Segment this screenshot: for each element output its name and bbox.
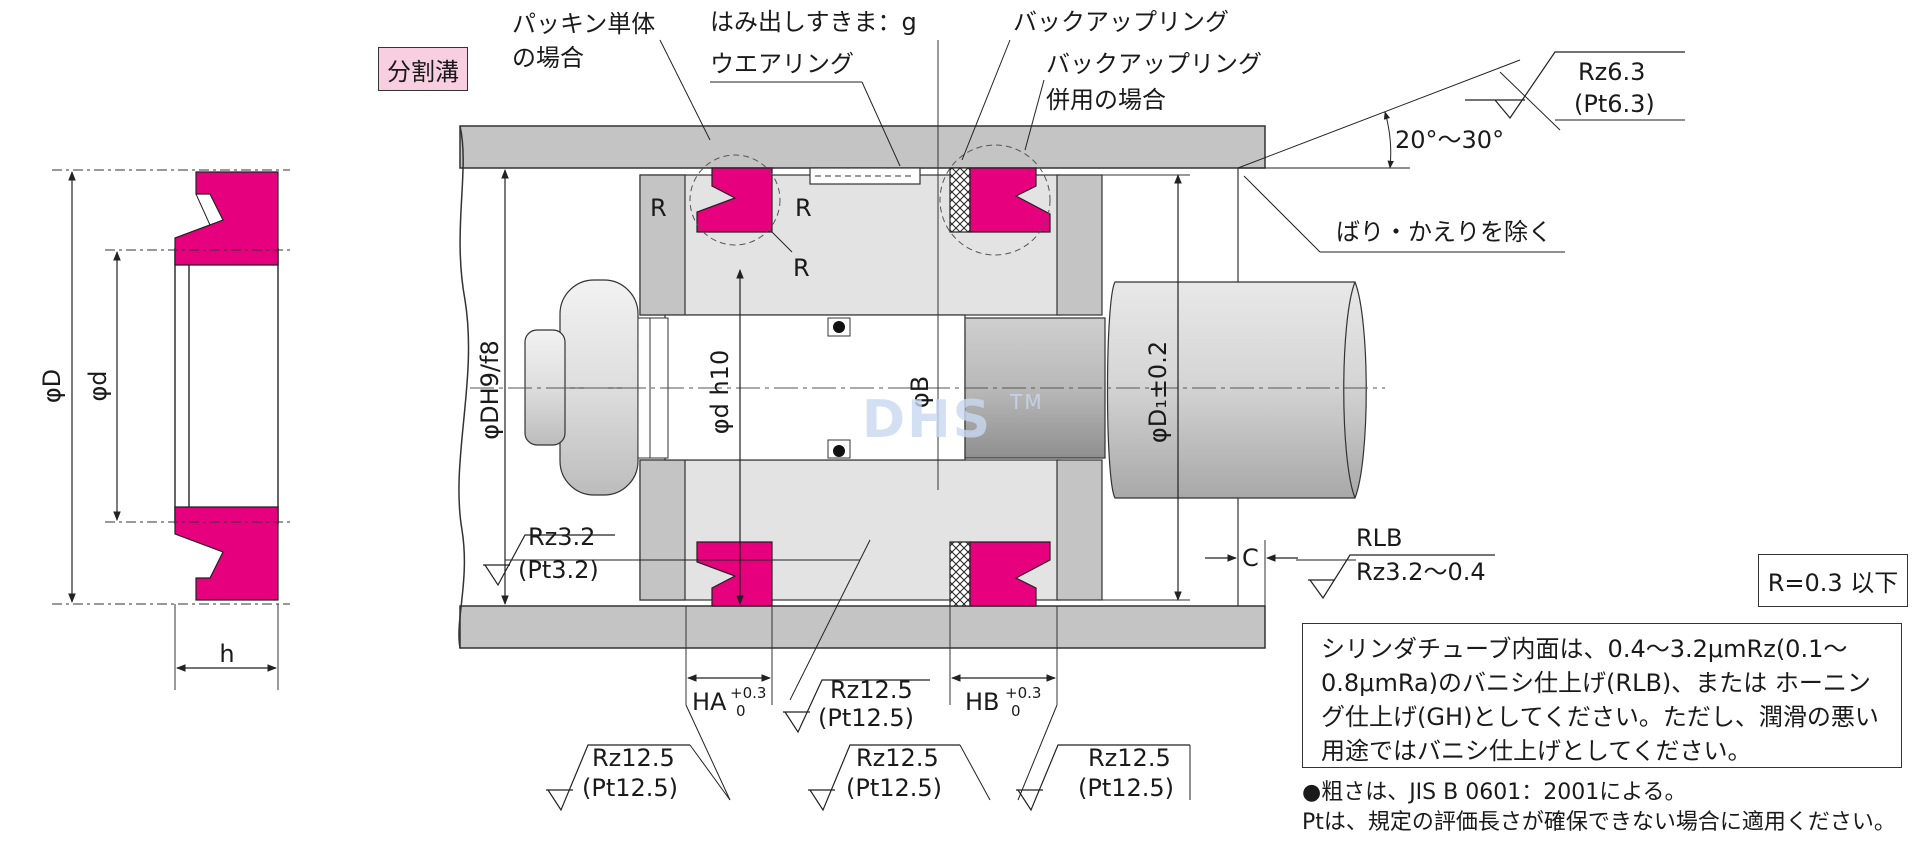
packing-top-right <box>969 167 1051 233</box>
label-phi-D: φD <box>38 369 66 403</box>
label-packing-only-2: の場合 <box>512 44 584 72</box>
label-phi-DH9f8: φDH9/f8 <box>476 340 504 439</box>
footer-line-2: Ptは、規定の評価長さが確保できない場合に適用ください。 <box>1302 810 1896 835</box>
watermark-tm: TM <box>1010 390 1044 414</box>
label-pt32: (Pt3.2) <box>518 556 599 584</box>
label-phi-dh10: φd h10 <box>706 350 734 434</box>
cylinder-finish-note: シリンダチューブ内面は、0.4～3.2μmRz(0.1～0.8μmRa)のバニシ… <box>1302 623 1902 768</box>
label-phi-d: φd <box>84 370 112 401</box>
tube-wall-bottom <box>459 605 1266 649</box>
top-labels: パッキン単体 の場合 はみ出しすきま：g ウエアリング バックアップリング バッ… <box>512 8 1685 253</box>
label-deburr: ばり・かえりを除く <box>1336 218 1552 246</box>
label-HA-tol-plus: +0.3 <box>730 684 766 702</box>
label-phi-D1: φD₁±0.2 <box>1144 341 1172 443</box>
r-max-box: R=0.3 以下 <box>1758 554 1908 607</box>
label-phi-B: φB <box>906 376 934 408</box>
label-RLB: RLB <box>1356 524 1403 552</box>
cylinder-assembly <box>458 40 1385 649</box>
label-rz32: Rz3.2 <box>528 523 595 551</box>
label-pt125-br: (Pt12.5) <box>1078 774 1174 802</box>
packing-top-left <box>696 167 773 233</box>
label-wear-ring: ウエアリング <box>710 50 854 78</box>
label-backup-ring: バックアップリング <box>1013 8 1229 36</box>
label-r-3: R <box>793 254 810 282</box>
label-rz125-bl: Rz12.5 <box>592 744 675 772</box>
label-h: h <box>219 640 234 668</box>
o-ring-top <box>833 321 845 333</box>
o-ring-bottom <box>833 445 845 457</box>
roughness-symbols: Rz3.2 (Pt3.2) RLB Rz3.2～0.4 Rz12.5 (Pt12… <box>483 523 1495 812</box>
label-HA: HA <box>692 688 727 716</box>
label-pt125-bm: (Pt12.5) <box>846 774 942 802</box>
packing-bottom-left <box>696 541 773 607</box>
label-C: C <box>1242 544 1259 572</box>
main-dimensions: φDH9/f8 φd h10 φB φD₁±0.2 R R R C HA +0.… <box>476 169 1298 720</box>
tube-wall-top <box>459 125 1266 169</box>
label-HA-tol-zero: 0 <box>736 702 746 720</box>
label-rz125-bm: Rz12.5 <box>856 744 939 772</box>
packing-section: φD φd h <box>38 169 290 690</box>
label-backup-combined-1: バックアップリング <box>1046 50 1262 78</box>
backup-ring-bottom <box>949 541 971 607</box>
footer-line-1: ●粗さは、JIS B 0601：2001による。 <box>1302 780 1687 805</box>
label-rz125-br: Rz12.5 <box>1088 744 1171 772</box>
watermark-text: DHS <box>862 390 993 450</box>
label-rz-rlb: Rz3.2～0.4 <box>1356 558 1486 586</box>
split-groove-badge: 分割溝 <box>378 47 468 91</box>
label-rz125-mid-top: Rz12.5 <box>830 676 913 704</box>
u-seal-bottom <box>174 506 279 601</box>
label-HB: HB <box>965 688 1000 716</box>
label-packing-only-1: パッキン単体 <box>512 10 655 38</box>
footer-notes: ●粗さは、JIS B 0601：2001による。 Ptは、規定の評価長さが確保で… <box>1302 778 1917 838</box>
label-extrusion-gap: はみ出しすきま：g <box>710 8 917 36</box>
label-HB-tol-zero: 0 <box>1011 702 1021 720</box>
u-seal-top <box>174 171 279 266</box>
backup-ring-top <box>949 167 971 233</box>
watermark: DHS TM <box>862 390 1044 450</box>
label-backup-combined-2: 併用の場合 <box>1046 86 1166 114</box>
packing-bottom-right <box>969 541 1051 607</box>
label-angle: 20°～30° <box>1395 126 1504 154</box>
label-pt125-mid-top: (Pt12.5) <box>818 704 914 732</box>
label-HB-tol-plus: +0.3 <box>1005 684 1041 702</box>
label-r-1: R <box>650 194 667 222</box>
label-r-2: R <box>795 194 812 222</box>
label-pt63: (Pt6.3) <box>1574 90 1655 118</box>
label-rz63: Rz6.3 <box>1578 58 1645 86</box>
label-pt125-bl: (Pt12.5) <box>582 774 678 802</box>
